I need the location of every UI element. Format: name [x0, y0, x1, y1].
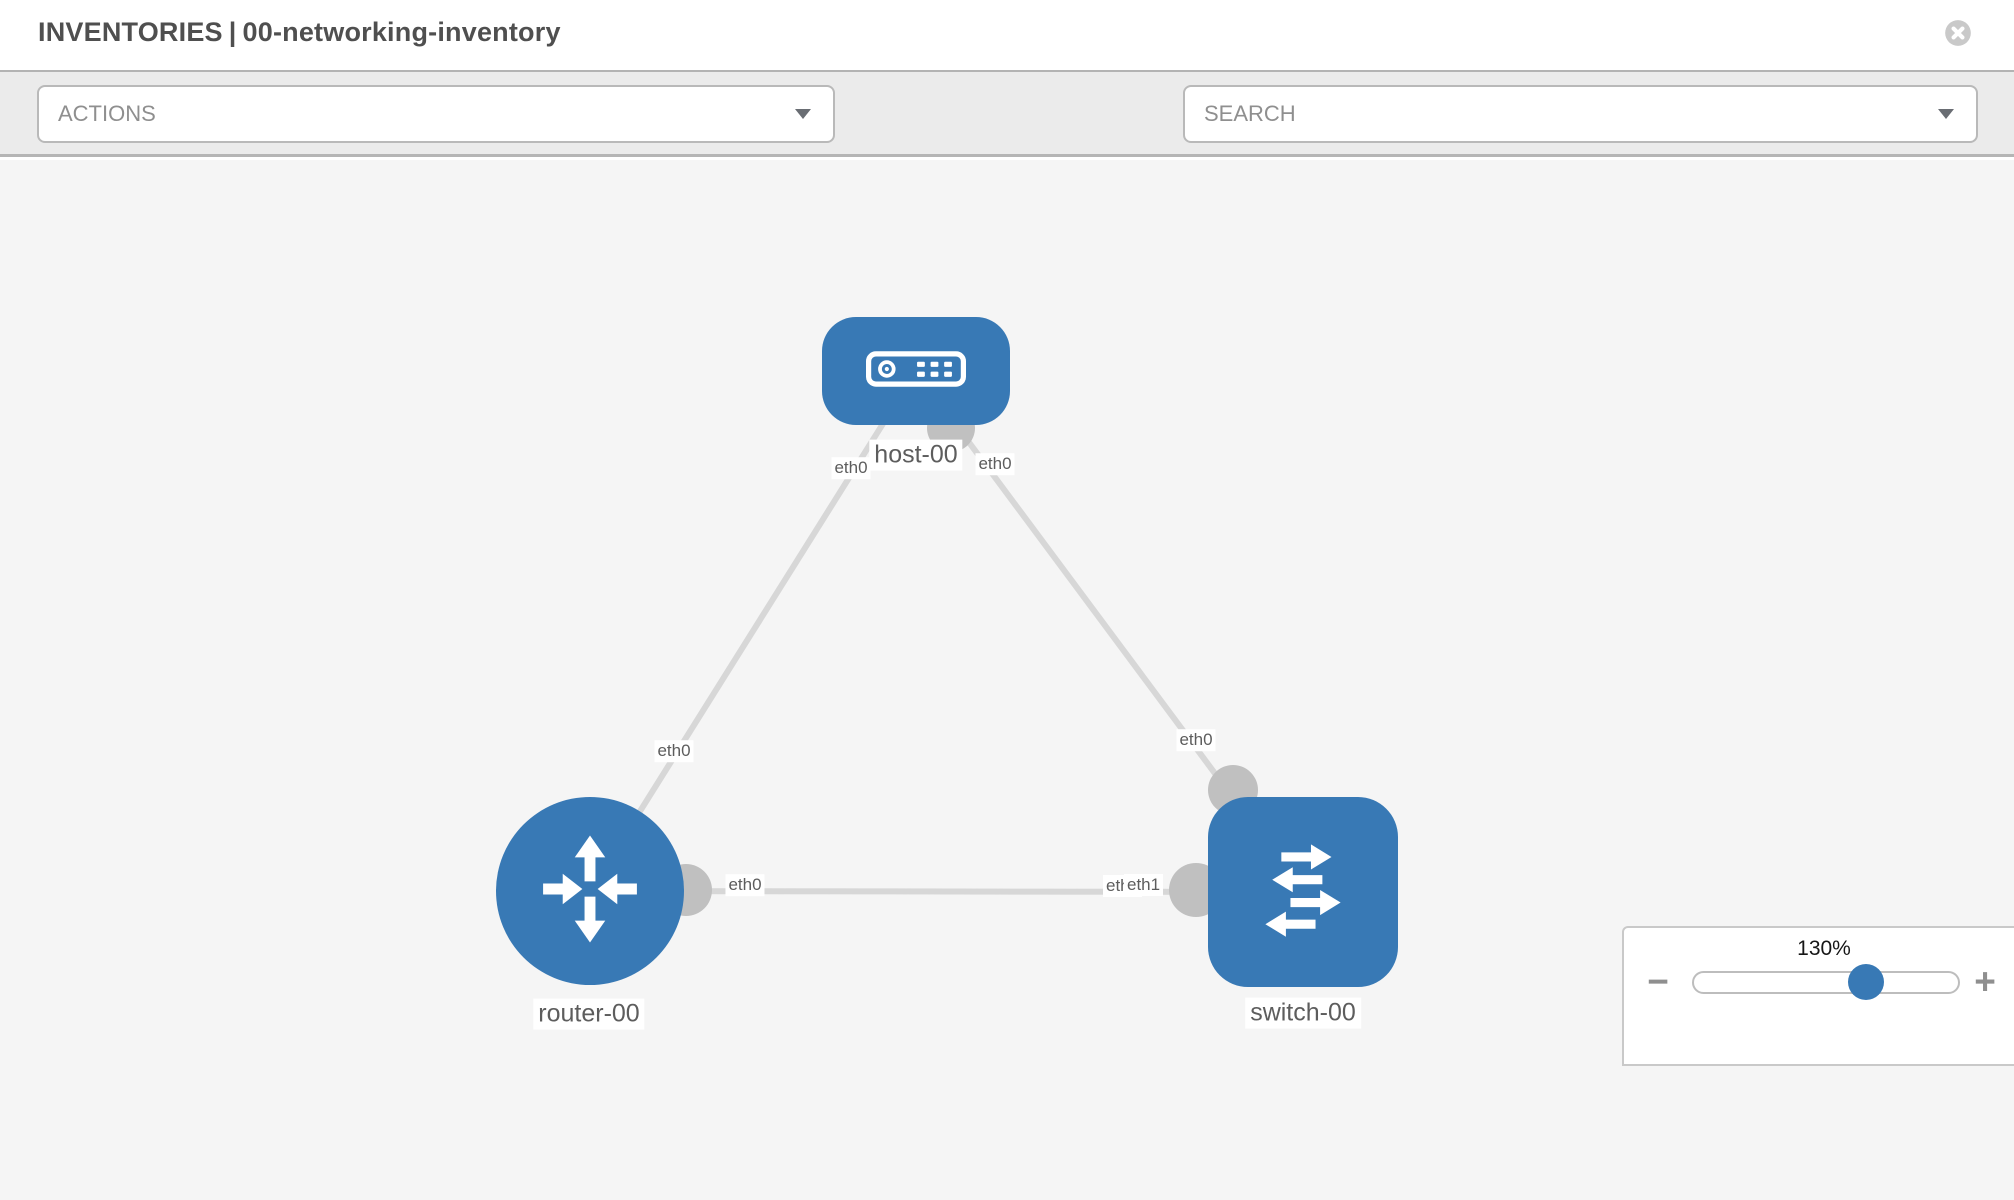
zoom-level-value: 130%: [1797, 937, 1851, 960]
zoom-in-button[interactable]: +: [1965, 960, 2005, 1004]
page-title-separator: |: [228, 17, 237, 47]
search-dropdown[interactable]: SEARCH: [1183, 85, 1978, 143]
inventory-name: 00-networking-inventory: [242, 17, 561, 47]
node-label-router: router-00: [533, 998, 645, 1030]
interface-label-switch-eth1: eth1: [1124, 874, 1164, 896]
zoom-slider-knob[interactable]: [1848, 964, 1884, 1000]
zoom-slider-track[interactable]: [1692, 964, 1960, 1000]
interface-label-router-eth0: eth0: [725, 874, 765, 896]
interface-label-host-eth0-left: eth0: [831, 457, 871, 479]
interface-label-host-eth0-right: eth0: [975, 453, 1015, 475]
chevron-down-icon: [1938, 109, 1954, 119]
interface-label-switch-stack: eth0 eth1: [1103, 874, 1173, 898]
page-title-section: INVENTORIES: [38, 17, 223, 47]
actions-dropdown-label: ACTIONS: [58, 101, 156, 126]
zoom-panel: 130% − +: [1622, 926, 2014, 1066]
node-switch-00[interactable]: [1208, 797, 1398, 987]
topology-canvas[interactable]: host-00 router-00 switch-00 eth0 eth0 et…: [0, 160, 2014, 1200]
node-host-00[interactable]: [822, 317, 1010, 425]
interface-label-host-router: eth0: [654, 740, 694, 762]
chevron-down-icon: [795, 109, 811, 119]
search-placeholder: SEARCH: [1204, 101, 1296, 126]
switch-arrows-icon: [1246, 833, 1360, 952]
page-title: INVENTORIES|00-networking-inventory: [38, 17, 561, 48]
actions-dropdown[interactable]: ACTIONS: [37, 85, 835, 143]
node-router-00[interactable]: [496, 797, 684, 985]
toolbar: ACTIONS: [0, 72, 2014, 199]
close-button[interactable]: [1944, 19, 1972, 47]
zoom-out-button[interactable]: −: [1638, 960, 1678, 1004]
node-label-host: host-00: [869, 439, 963, 471]
interface-label-host-switch: eth0: [1176, 729, 1216, 751]
close-icon: [1944, 20, 1972, 50]
header: INVENTORIES|00-networking-inventory: [0, 0, 2014, 72]
router-arrows-icon: [530, 829, 650, 954]
server-icon: [866, 350, 966, 393]
node-label-switch: switch-00: [1245, 997, 1361, 1029]
